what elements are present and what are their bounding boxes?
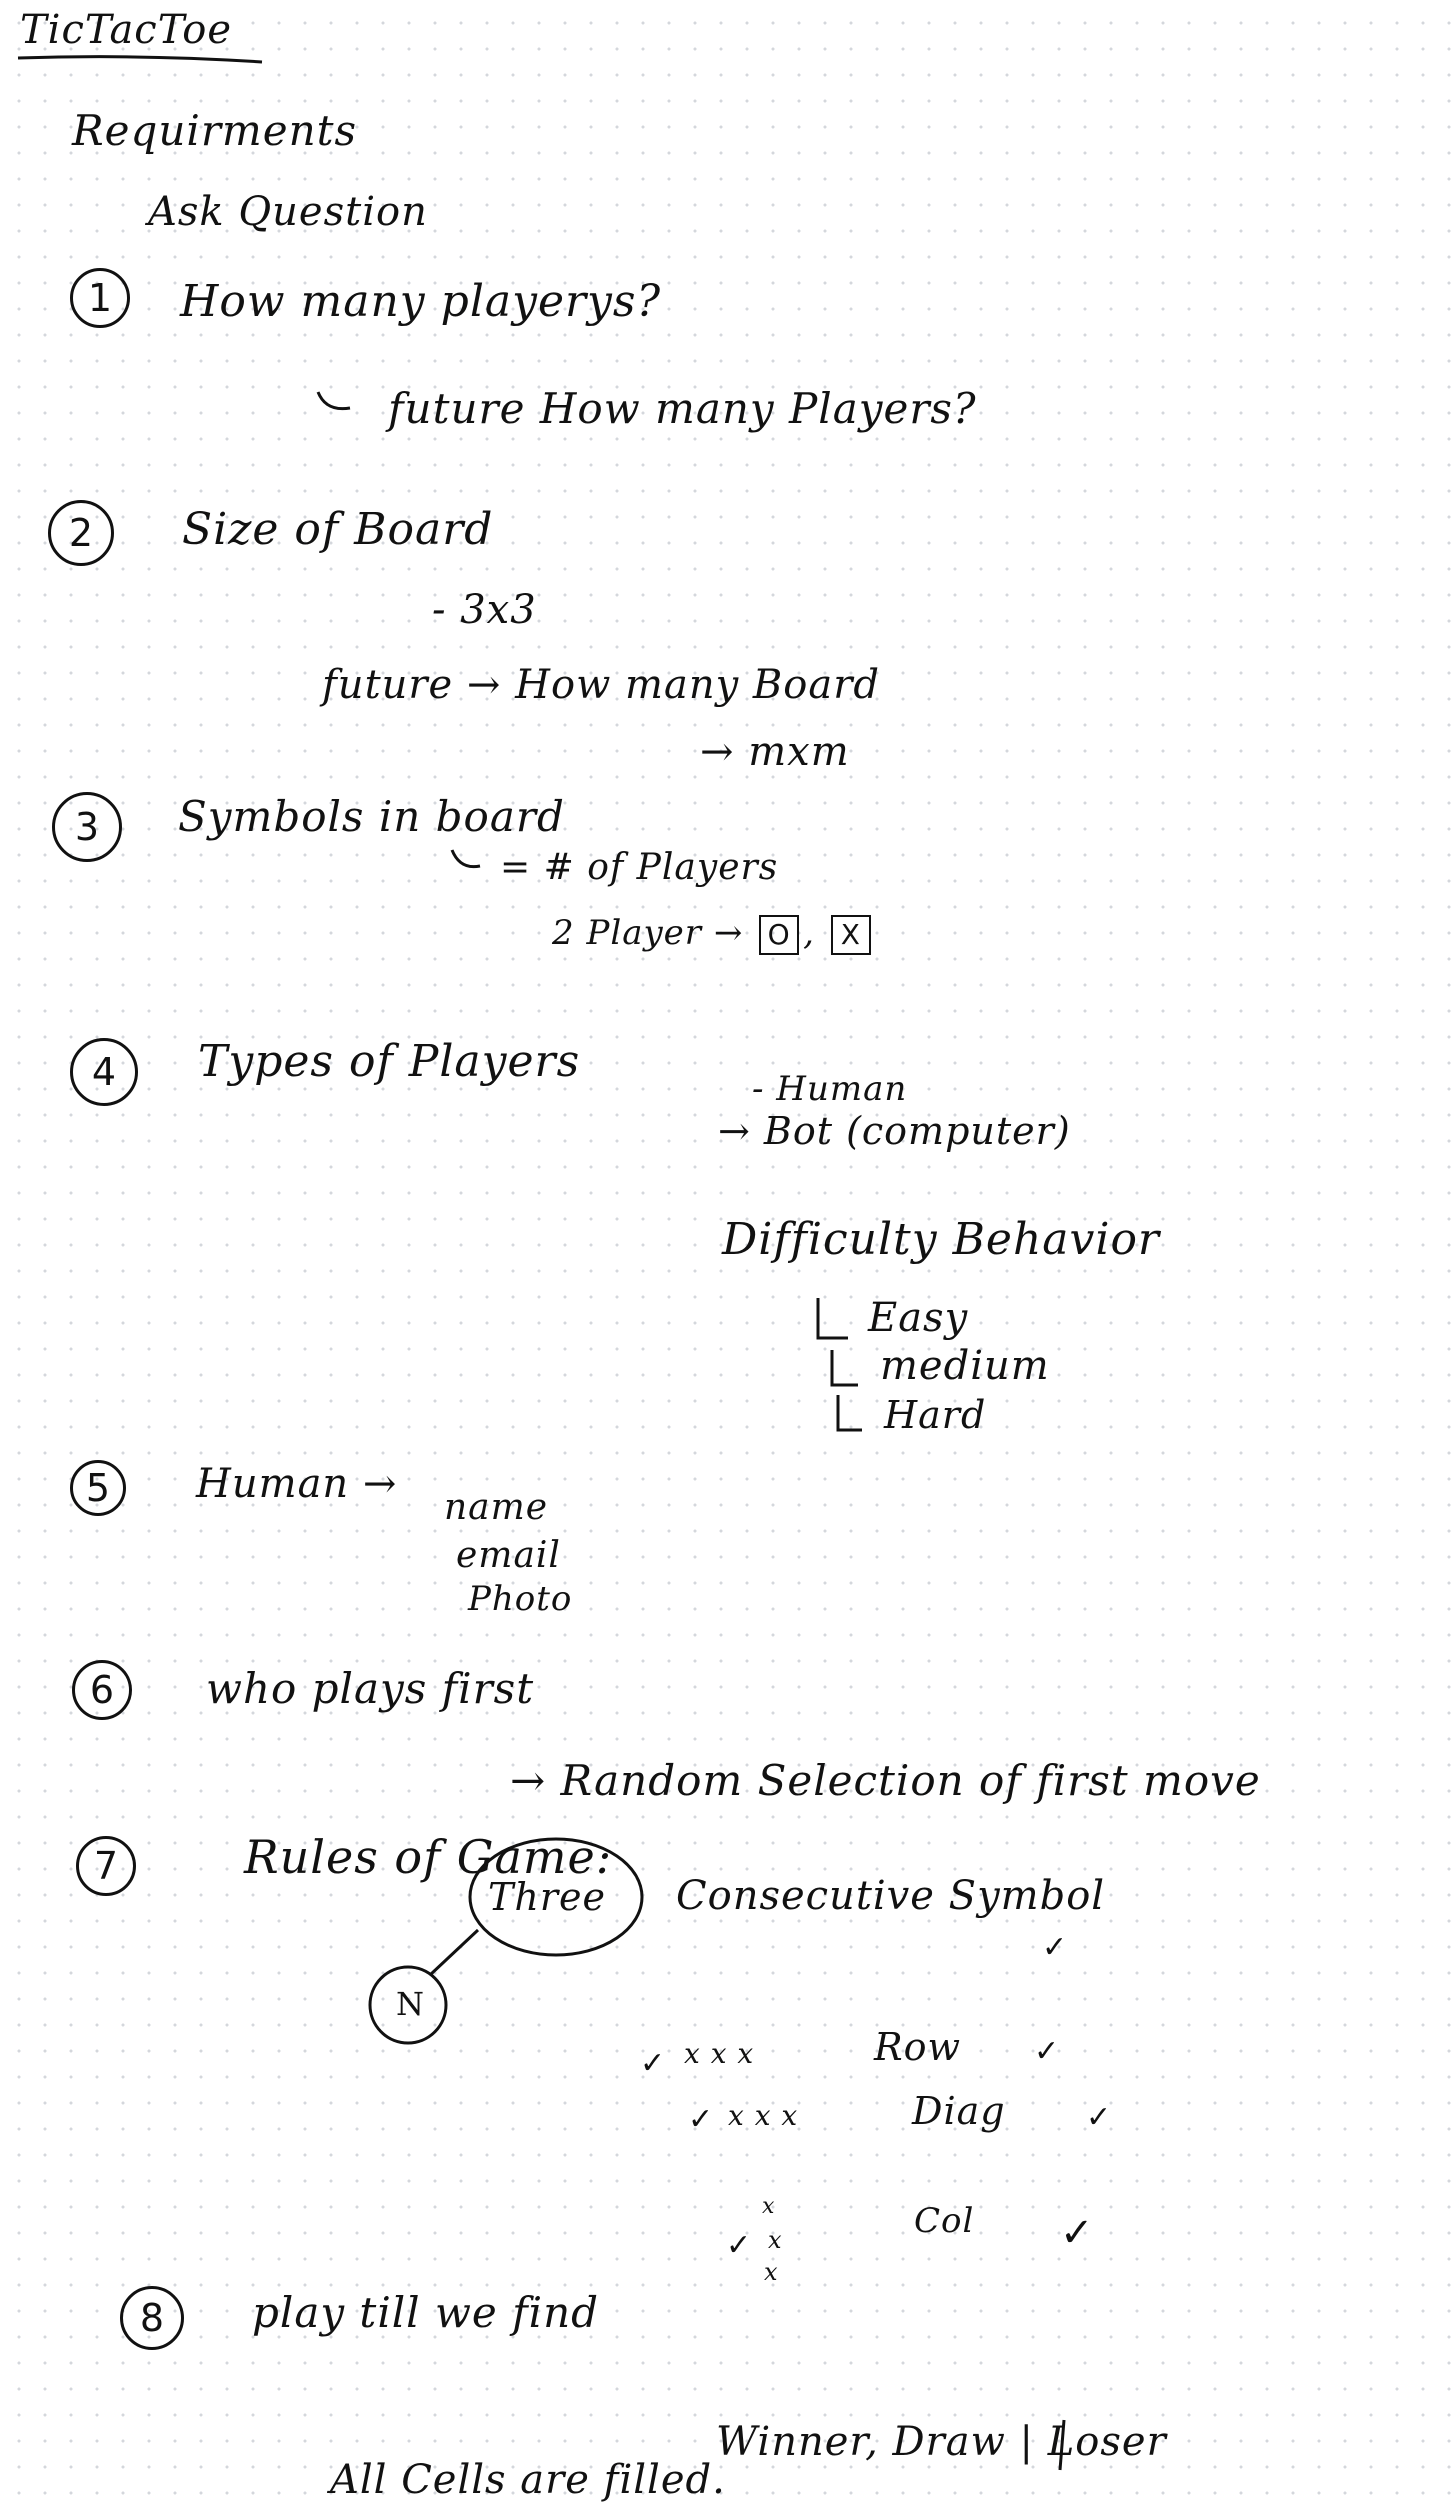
q4-level-medium: medium (880, 1343, 1050, 1389)
q4-text: Types of Players (198, 1036, 581, 1087)
check-mark-icon: ✓ (1042, 1930, 1068, 1965)
q5-field-name: name (444, 1487, 549, 1528)
q6-number: 6 (72, 1660, 132, 1720)
q3-text: Symbols in board (178, 792, 565, 841)
q1-sub: future How many Players? (388, 384, 977, 433)
q2-sub2: future → How many Board (322, 662, 880, 708)
ask-question: Ask Question (148, 189, 428, 235)
check-mark-icon: ✓ (1060, 2210, 1094, 2256)
q2-text: Size of Board (182, 504, 494, 555)
q7-three: Three (488, 1875, 606, 1919)
q4-level-hard: Hard (884, 1393, 987, 1437)
q2-sub1: - 3x3 (432, 587, 537, 633)
rule-col-pattern-3: x (764, 2258, 779, 2286)
rule-col-pattern-2: x (768, 2226, 783, 2254)
symbol-o-box: O (759, 915, 800, 955)
q3-sub2-prefix: 2 Player → (552, 913, 744, 953)
symbol-x-box: X (830, 915, 871, 955)
q5-number: 5 (70, 1460, 126, 1516)
q3-number: 3 (52, 792, 122, 862)
q6-sub: → Random Selection of first move (510, 1756, 1261, 1805)
rule-col-pattern-1: x (762, 2194, 776, 2219)
q7-number: 7 (76, 1836, 136, 1896)
check-mark-icon: ✓ (688, 2102, 714, 2137)
q4-difficulty: Difficulty Behavior (722, 1214, 1160, 1265)
q5-field-email: email (456, 1535, 561, 1576)
check-mark-icon: ✓ (1086, 2100, 1112, 2135)
check-mark-icon: ✓ (1034, 2034, 1060, 2069)
page-title: TicTacToe (20, 7, 233, 53)
q8-text: play till we find (252, 2288, 600, 2337)
rule-col-label: Col (914, 2201, 975, 2241)
q7-text: Rules of Game: (244, 1830, 613, 1884)
requirements-heading: Requirments (72, 106, 358, 155)
q5-text: Human → (196, 1461, 398, 1507)
q2-sub3: → mxm (700, 729, 850, 775)
q6-text: who plays first (206, 1664, 535, 1713)
q3-sub1: = # of Players (500, 847, 779, 888)
q7-consecutive: Consecutive Symbol (676, 1873, 1106, 1919)
q7-n: N (396, 1985, 425, 2023)
q4-human: - Human (752, 1069, 908, 1109)
q5-field-photo: Photo (468, 1579, 573, 1619)
q1-text: How many playerys? (180, 276, 662, 327)
q1-number: 1 (70, 268, 130, 328)
rule-row-pattern: x x x (684, 2037, 755, 2070)
rule-diag-pattern: x x x (728, 2099, 799, 2132)
q4-bot: → Bot (computer) (718, 1109, 1071, 1153)
check-mark-icon: ✓ (640, 2046, 666, 2081)
q3-sub2: 2 Player → O, X (552, 915, 875, 955)
q8-sub1: Winner, Draw | Loser (716, 2419, 1167, 2465)
rule-diag-label: Diag (912, 2089, 1006, 2133)
q8-number: 8 (120, 2286, 184, 2350)
rule-row-label: Row (874, 2025, 962, 2069)
q2-number: 2 (48, 500, 114, 566)
check-mark-icon: ✓ (726, 2228, 752, 2263)
q8-sub2: All Cells are filled. (330, 2457, 726, 2503)
q4-level-easy: Easy (868, 1295, 969, 1341)
q4-number: 4 (70, 1038, 138, 1106)
